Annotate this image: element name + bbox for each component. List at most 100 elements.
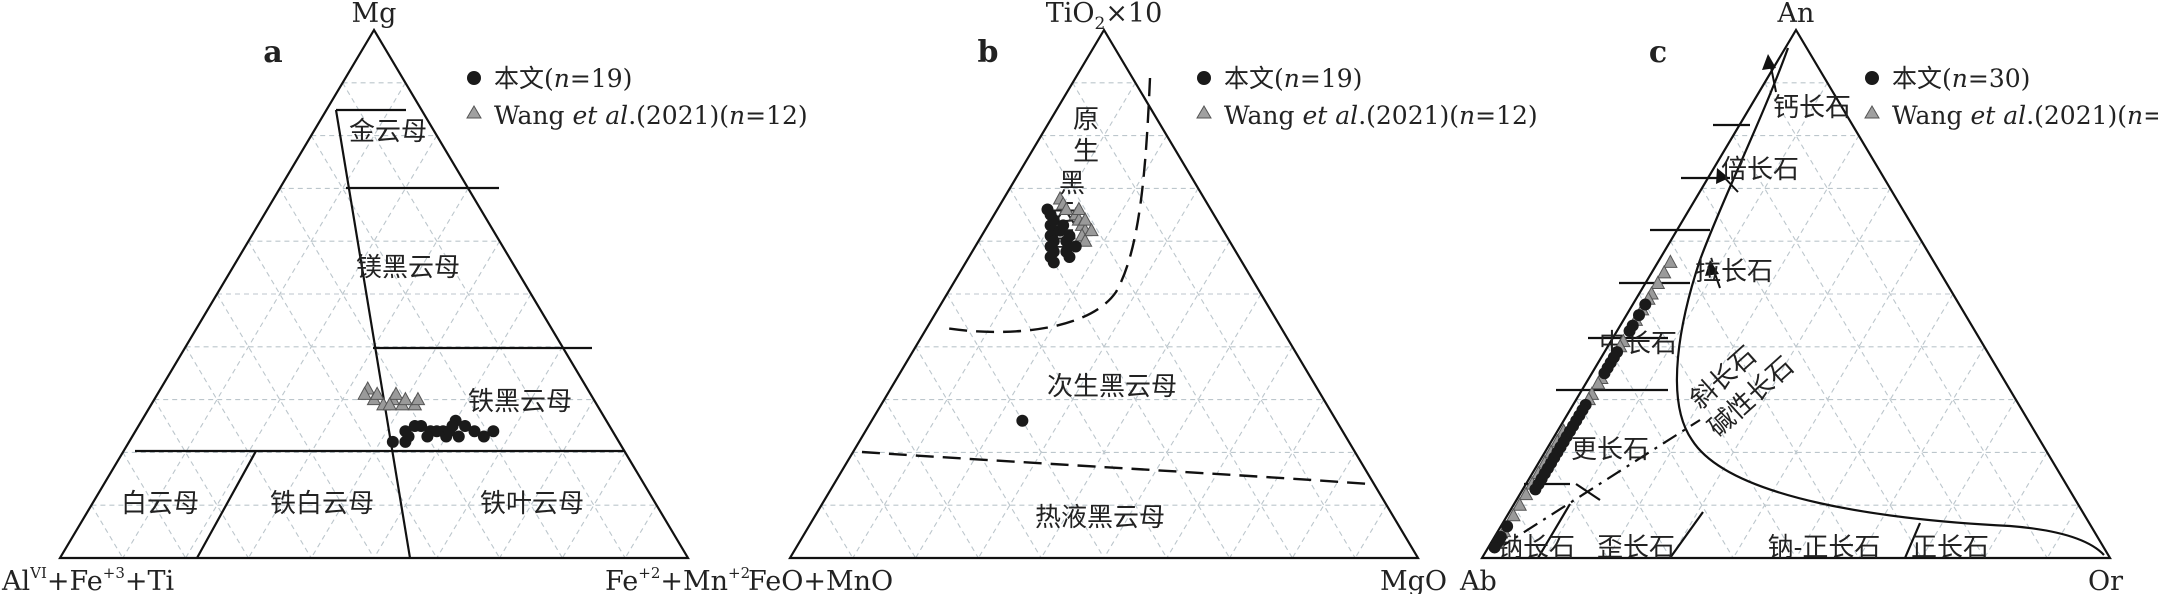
data-point-circle bbox=[421, 430, 434, 443]
data-point-circle bbox=[459, 420, 472, 432]
data-point-triangle bbox=[1518, 486, 1534, 501]
data-point-triangle bbox=[1656, 264, 1672, 279]
data-point-circle bbox=[452, 430, 465, 443]
data-points-b bbox=[1016, 190, 1099, 427]
zone-labels-c: 钙长石 倍长石 拉长石 中长石 更长石 钠长石 歪长石 钠-正长石 正长石 斜长… bbox=[1497, 93, 1989, 563]
data-point-circle bbox=[415, 420, 428, 432]
data-point-triangle bbox=[369, 386, 385, 400]
grid-line bbox=[820, 504, 854, 559]
grid-line bbox=[1607, 135, 1860, 559]
ternary-panel-a: 金云母 镁黑云母 铁黑云母 白云母 铁白云母 铁叶云母 a Mg AlVI+Fe… bbox=[1, 0, 808, 594]
zone-label-secondary-biotite: 次生黑云母 bbox=[1047, 372, 1177, 402]
zone-label-phlogopite: 金云母 bbox=[349, 117, 427, 147]
grid-a bbox=[90, 82, 658, 559]
grid-line bbox=[153, 399, 249, 559]
grid-line bbox=[310, 135, 563, 559]
grid-c bbox=[1512, 82, 2080, 559]
data-point-triangle bbox=[1512, 497, 1528, 511]
data-point-triangle bbox=[1590, 375, 1606, 390]
zone-labels-a: 金云母 镁黑云母 铁黑云母 白云母 铁白云母 铁叶云母 bbox=[121, 117, 584, 519]
apex-label-right-b: MgO bbox=[1380, 566, 1447, 594]
zone-label-oligoclase: 更长石 bbox=[1571, 435, 1649, 465]
grid-line bbox=[624, 504, 658, 559]
legend-marker-triangle-a bbox=[466, 105, 482, 119]
data-point-circle bbox=[1047, 256, 1060, 269]
zone-label-fe-biotite: 铁黑云母 bbox=[468, 387, 572, 417]
apex-label-top-a: Mg bbox=[352, 0, 397, 29]
zone-label-primary-char-3: 黑 bbox=[1059, 169, 1085, 199]
data-point-triangle bbox=[388, 386, 404, 400]
arrows-c bbox=[1705, 54, 1777, 289]
grid-line bbox=[122, 452, 187, 559]
zone-label-siderophyllite: 铁叶云母 bbox=[480, 489, 584, 519]
data-point-triangle bbox=[1077, 233, 1093, 247]
data-point-triangle bbox=[1084, 222, 1099, 237]
data-point-circle bbox=[446, 420, 459, 432]
field-boundaries-b bbox=[861, 77, 1371, 486]
zone-label-orthoclase: 正长石 bbox=[1911, 533, 1989, 563]
data-point-triangle bbox=[1506, 507, 1521, 522]
grid-line bbox=[1103, 293, 1262, 559]
grid-line bbox=[1040, 135, 1293, 559]
ternary-panel-c: 钙长石 倍长石 拉长石 中长石 更长石 钠长石 歪长石 钠-正长石 正长石 斜长… bbox=[1459, 0, 2158, 594]
grid-b bbox=[820, 82, 1388, 559]
data-point-circle bbox=[487, 425, 500, 438]
data-point-circle bbox=[1057, 219, 1070, 232]
data-point-triangle bbox=[1077, 212, 1093, 226]
zone-label-primary-char-2: 生 bbox=[1073, 137, 1099, 167]
zone-label-fe-muscovite: 铁白云母 bbox=[270, 489, 374, 519]
triangle-outline-b bbox=[788, 27, 1420, 560]
apex-label-right-c: Or bbox=[2088, 566, 2123, 594]
apex-label-top-b: TiO2×10 bbox=[1046, 0, 1163, 34]
data-point-circle bbox=[468, 425, 481, 438]
apex-label-left-c: Ab bbox=[1459, 566, 1497, 594]
grid-line bbox=[1607, 346, 1734, 559]
data-point-circle bbox=[1488, 541, 1501, 554]
grid-line bbox=[852, 82, 1136, 559]
legend-marker-triangle-c bbox=[1864, 105, 1880, 119]
panel-letter-a: a bbox=[263, 35, 282, 70]
grid-line bbox=[946, 293, 1105, 559]
legend-entry-wang-a: Wang et al.(2021)(n=12) bbox=[494, 101, 808, 130]
data-point-triangle bbox=[1058, 201, 1074, 216]
data-point-circle bbox=[1063, 251, 1076, 264]
zone-label-anorthoclase: 歪长石 bbox=[1597, 533, 1675, 563]
grid-line bbox=[1795, 293, 1954, 559]
legend-marker-circle-b bbox=[1197, 71, 1211, 85]
data-point-circle bbox=[386, 435, 399, 448]
data-point-triangle bbox=[1650, 275, 1666, 289]
grid-line bbox=[915, 135, 1168, 559]
grid-line bbox=[1983, 452, 2048, 559]
data-point-circle bbox=[1529, 483, 1542, 496]
grid-line bbox=[90, 504, 124, 559]
grid-line bbox=[122, 82, 406, 559]
grid-line bbox=[1291, 452, 1356, 559]
legend-c: 本文(n=30) Wang et al.(2021)(n=24) bbox=[1864, 64, 2158, 130]
grid-line bbox=[2046, 504, 2080, 559]
data-point-triangle bbox=[357, 386, 372, 400]
apex-label-top-c: An bbox=[1777, 0, 1815, 29]
grid-line bbox=[1764, 82, 2048, 559]
grid-line bbox=[852, 452, 917, 559]
data-points-a bbox=[357, 380, 500, 448]
zone-label-hydrothermal-biotite: 热液黑云母 bbox=[1035, 503, 1165, 533]
grid-line bbox=[883, 399, 979, 559]
zone-label-na-orthoclase: 钠-正长石 bbox=[1768, 533, 1881, 563]
data-point-circle bbox=[477, 430, 490, 443]
grid-line bbox=[185, 135, 438, 559]
apex-label-left-a: AlVI+Fe+3+Ti bbox=[1, 564, 175, 594]
grid-line bbox=[216, 293, 375, 559]
zone-label-anorthite: 钙长石 bbox=[1773, 93, 1851, 123]
grid-line bbox=[1544, 452, 1609, 559]
grid-line bbox=[185, 346, 312, 559]
legend-entry-this-study-c: 本文(n=30) bbox=[1892, 64, 2030, 93]
data-point-circle bbox=[1633, 309, 1645, 322]
panel-letter-c: c bbox=[1649, 35, 1667, 70]
legend-marker-circle-a bbox=[467, 71, 481, 85]
grid-line bbox=[1575, 399, 1671, 559]
grid-line bbox=[1638, 293, 1797, 559]
legend-entry-this-study-a: 本文(n=19) bbox=[494, 64, 632, 93]
zone-label-bytownite: 倍长石 bbox=[1721, 155, 1799, 185]
ternary-panel-b: 原 生 黑 云 母 次生黑云母 热液黑云母 b TiO2×10 FeO+MnO … bbox=[748, 0, 1538, 594]
